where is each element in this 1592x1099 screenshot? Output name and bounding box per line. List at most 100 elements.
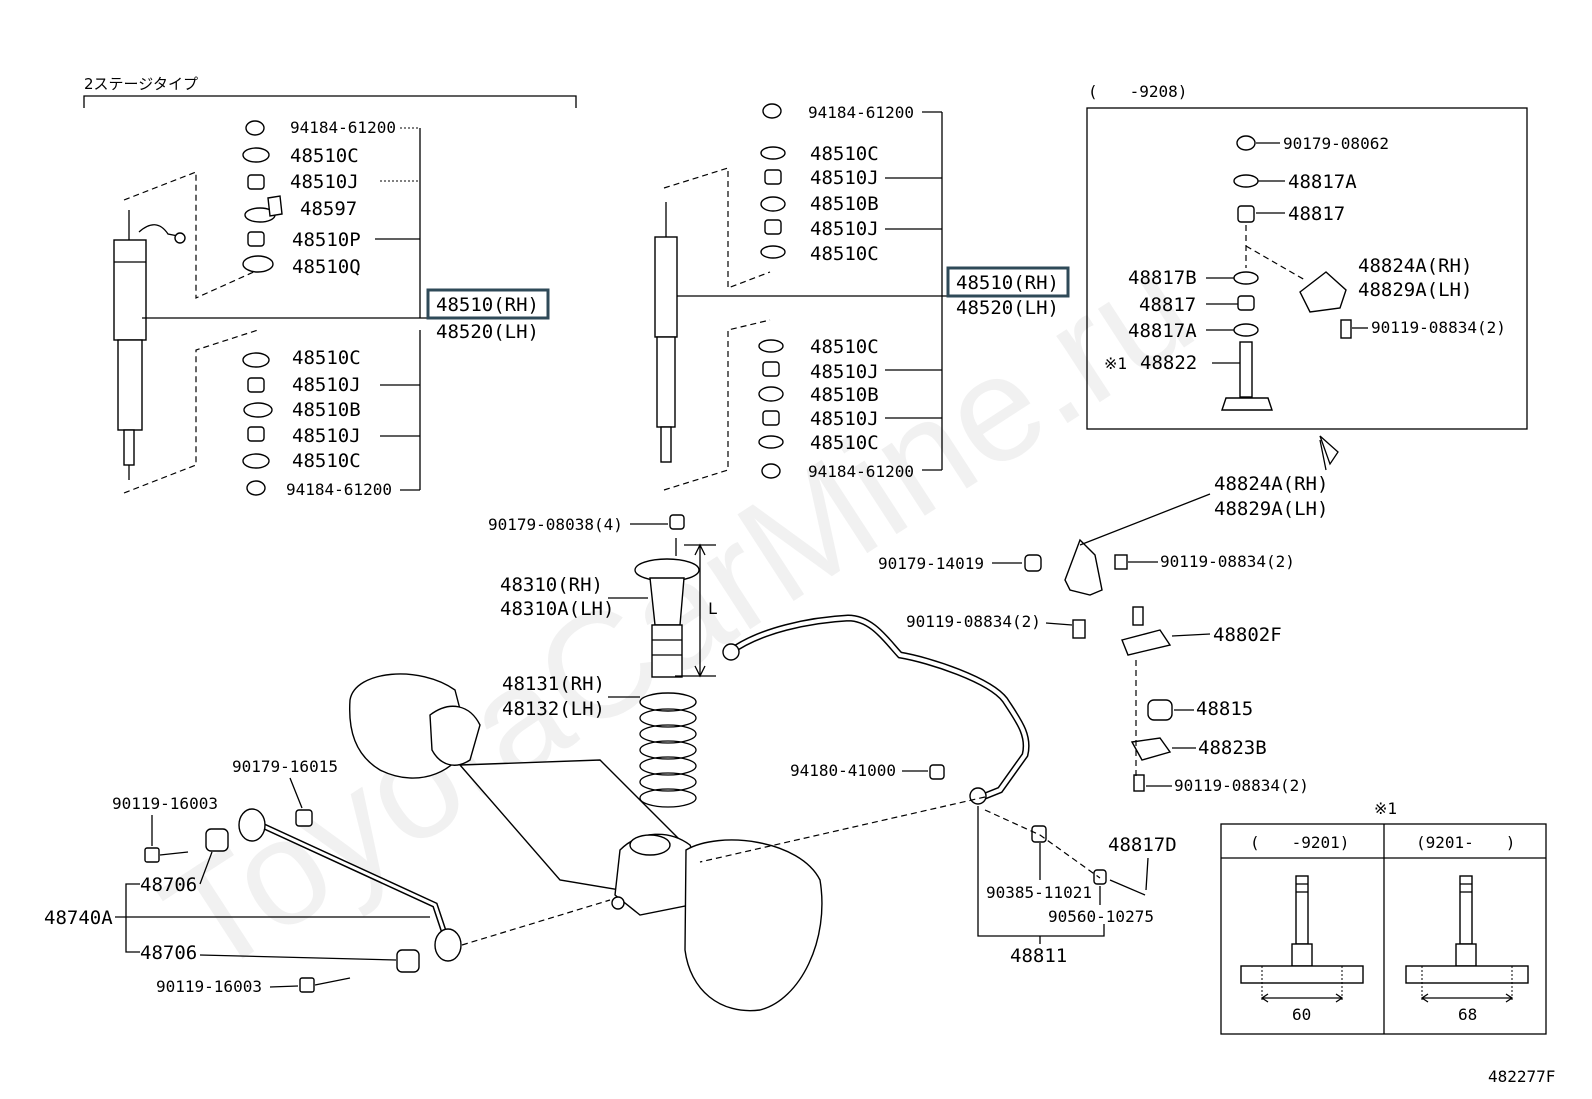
- ref-part-1: [1240, 875, 1364, 1003]
- part-label: 48510J: [292, 425, 361, 447]
- leader: [199, 851, 213, 885]
- ref-col1-dim: 60: [1292, 1005, 1311, 1024]
- mid-upper-part-icons: [760, 103, 786, 259]
- part-label: 48817A: [1128, 320, 1197, 342]
- part-label: 48510C: [292, 347, 361, 369]
- shock-absorber-middle: [654, 202, 678, 463]
- part-label: 90179-08062: [1283, 134, 1389, 153]
- highlight-box-middle: [946, 266, 1070, 298]
- ref-table-mark: ※1: [1374, 799, 1397, 818]
- leader: [1145, 857, 1149, 891]
- coil-spring: [639, 692, 697, 808]
- label-bushing-arm-bottom: 48706: [140, 942, 197, 964]
- left-group-header: 2ステージタイプ: [84, 75, 198, 93]
- mid-lower-dashed: [663, 319, 771, 491]
- inset-arrow-icon: [1319, 435, 1339, 471]
- leader: [1171, 633, 1211, 637]
- label-bolt-arm-bottom: 90119-16003: [156, 977, 262, 996]
- label-support-lh: 48310A(LH): [500, 598, 614, 620]
- left-upper-part-icons: [242, 120, 283, 273]
- link-assy-bracket: [977, 806, 1105, 944]
- part-label: 48817: [1139, 294, 1196, 316]
- mid-upper-dashed: [663, 167, 771, 289]
- label-bolt-arm-top: 90119-16003: [112, 794, 218, 813]
- lateral-rod-inner: [249, 818, 447, 936]
- part-label: 48817A: [1288, 171, 1357, 193]
- mid-upper-leaders: [677, 111, 950, 470]
- leader: [289, 777, 303, 809]
- label-bolt-bushing: 90119-08834(2): [1174, 776, 1309, 795]
- ref-col2-header: (9201- ): [1416, 833, 1515, 852]
- part-label: 94184-61200: [808, 103, 914, 122]
- ref-part-2: [1405, 875, 1529, 1003]
- part-label: 48510P: [292, 229, 361, 251]
- ref-col1-header: ( -9201): [1250, 833, 1349, 852]
- mid-main-part-lh: 48520(LH): [956, 297, 1059, 319]
- label-bracket-bushing: 48823B: [1198, 737, 1267, 759]
- length-mark: L: [708, 599, 718, 618]
- label-link-nut: 90385-11021: [986, 883, 1092, 902]
- left-lower-part-labels: 48510C 48510J 48510B 48510J 48510C 94184…: [286, 347, 392, 499]
- label-bolt-bracket: 90119-08834(2): [1160, 552, 1295, 571]
- label-link-bolt: 48817D: [1108, 834, 1177, 856]
- label-spring-lh: 48132(LH): [502, 698, 605, 720]
- label-spring-rh: 48131(RH): [502, 673, 605, 695]
- part-label: 48510C: [292, 450, 361, 472]
- left-main-part-lh: 48520(LH): [436, 321, 539, 343]
- label-bushing-arm-top: 48706: [140, 874, 197, 896]
- part-label: 48510J: [292, 374, 361, 396]
- label-bracket-rh: 48824A(RH): [1214, 473, 1328, 495]
- inset-ref-mark: ※1: [1104, 354, 1127, 373]
- bar-to-axle-dashed: [699, 796, 986, 863]
- part-label: 48510C: [290, 145, 359, 167]
- part-label: 48510B: [810, 193, 879, 215]
- part-label: 48510C: [810, 336, 879, 358]
- label-bracket-lh: 48829A(LH): [1214, 498, 1328, 520]
- leader: [1045, 622, 1073, 626]
- inset-part-icons: [1221, 135, 1352, 411]
- part-label: 90119-08834(2): [1371, 318, 1506, 337]
- label-nut-bar-end: 94180-41000: [790, 761, 896, 780]
- mid-lower-part-icons: [758, 339, 784, 479]
- part-label: 48510J: [810, 361, 879, 383]
- mid-upper-part-labels: 94184-61200 48510C 48510J 48510B 48510J …: [808, 103, 914, 265]
- mid-lower-leaders: [885, 369, 942, 471]
- mid-lower-part-labels: 48510C 48510J 48510B 48510J 48510C 94184…: [808, 336, 914, 481]
- label-arm-assy: 48740A: [44, 907, 113, 929]
- label-nut-bracket: 90179-14019: [878, 554, 984, 573]
- part-label: 48510J: [810, 408, 879, 430]
- ref-col2-dim: 68: [1458, 1005, 1477, 1024]
- part-label: 48822: [1140, 352, 1197, 374]
- axle-housing: [348, 673, 823, 1012]
- part-label: 48597: [300, 198, 357, 220]
- part-label: 48510J: [810, 167, 879, 189]
- part-label: 48510J: [290, 171, 359, 193]
- arm-assy-bracket: [115, 883, 430, 953]
- inset-box: [1086, 107, 1528, 430]
- arm-hardware: [144, 809, 420, 993]
- inset-leaders: [1206, 142, 1368, 364]
- left-upper-dashed: [123, 171, 259, 299]
- part-label: 94184-61200: [286, 480, 392, 499]
- part-label: 48510Q: [292, 256, 361, 278]
- part-label: 48510C: [810, 143, 879, 165]
- label-nut-arm: 90179-16015: [232, 757, 338, 776]
- part-label: 48510C: [810, 243, 879, 265]
- spring-support: [634, 514, 700, 678]
- lateral-rod-eye-bottom: [434, 928, 462, 962]
- left-lower-leaders: [142, 317, 430, 491]
- left-upper-part-labels: 94184-61200 48510C 48510J 48597 48510P 4…: [290, 118, 396, 278]
- leader: [1079, 493, 1211, 546]
- part-label: 48817B: [1128, 267, 1197, 289]
- part-label: 48817: [1288, 203, 1345, 225]
- diagram-id: 482277F: [1488, 1067, 1555, 1086]
- mid-main-part-rh: 48510(RH): [956, 272, 1059, 294]
- inset-part-labels: 90179-08062 48817A 48817 48824A(RH) 4882…: [1104, 134, 1506, 374]
- shock-absorber-left: [113, 210, 186, 480]
- part-label: 48510C: [810, 432, 879, 454]
- inset-box-header: ( -9208): [1088, 82, 1187, 101]
- bracket-hardware: [929, 538, 1173, 896]
- leader: [269, 985, 299, 988]
